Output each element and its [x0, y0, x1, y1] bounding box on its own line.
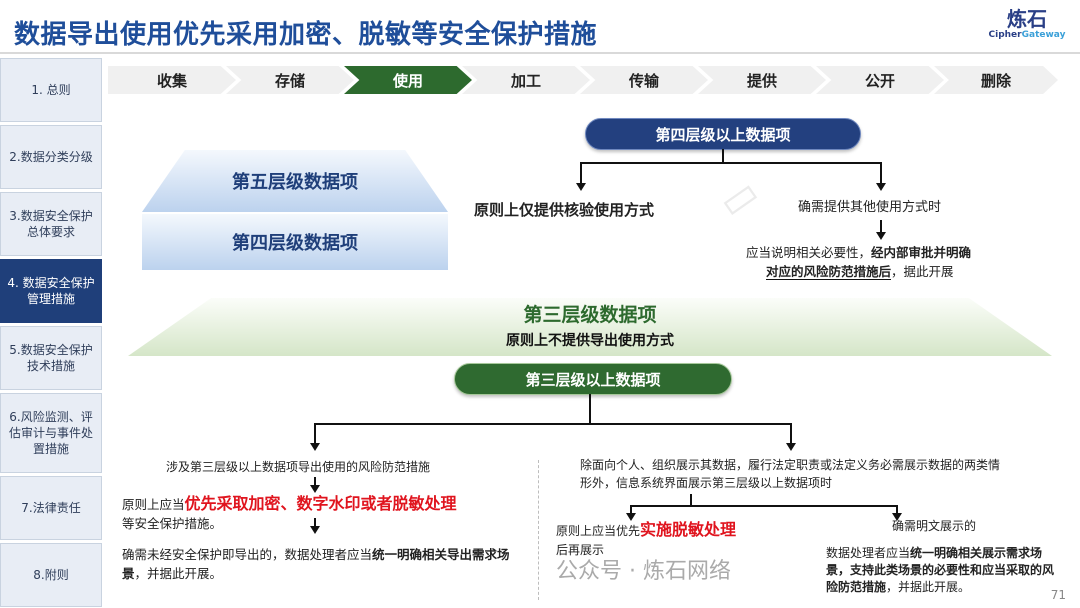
connector [589, 394, 591, 424]
step-transmit[interactable]: 传输 [580, 66, 708, 94]
connector [580, 162, 582, 184]
connector [580, 162, 882, 164]
level3-band [128, 298, 1052, 356]
sidebar-item-management-measures[interactable]: 4. 数据安全保护管理措施 [0, 259, 102, 323]
pyramid-level4: 第四层级数据项 [142, 214, 448, 270]
wechat-watermark: 公众号 · 炼石网络 [556, 559, 731, 584]
level3-right-plaintext: 确需明文展示的 [892, 519, 977, 533]
step-process[interactable]: 加工 [462, 66, 590, 94]
arrow-down-icon [310, 526, 320, 534]
level4-right-detail: 应当说明相关必要性，经内部审批并明确 对应的风险防范措施后，据此开展 [746, 245, 972, 280]
connector [314, 518, 316, 528]
step-collect[interactable]: 收集 [108, 66, 236, 94]
arrow-down-icon [576, 183, 586, 191]
connector [630, 505, 632, 515]
sidebar-item-general[interactable]: 1. 总则 [0, 58, 102, 122]
level3-above-pill: 第三层级以上数据项 [454, 363, 732, 395]
section-divider [538, 460, 539, 600]
level4-above-pill: 第四层级以上数据项 [585, 118, 861, 150]
watermark: ▭ [710, 168, 768, 228]
connector [314, 423, 316, 445]
level3-left-heading: 涉及第三层级以上数据项导出使用的风险防范措施 [166, 460, 431, 474]
step-delete[interactable]: 删除 [934, 66, 1058, 94]
arrow-down-icon [310, 443, 320, 451]
title-divider [0, 52, 1080, 54]
arrow-down-icon [892, 513, 902, 521]
sidebar-item-overall-requirements[interactable]: 3.数据安全保护总体要求 [0, 192, 102, 256]
level3-right-plaintext-detail: 数据处理者应当统一明确相关展示需求场景，支持此类场景的必要性和应当采取的风险防范… [826, 546, 1055, 594]
level4-right-text: 确需提供其他使用方式时 [798, 200, 942, 215]
connector [790, 423, 792, 445]
level3-left-measure: 原则上应当优先采取加密、数字水印或者脱敏处理 等安全保护措施。 [122, 494, 457, 531]
level3-subtitle: 原则上不提供导出使用方式 [506, 333, 674, 349]
sidebar-item-legal-liability[interactable]: 7.法律责任 [0, 476, 102, 540]
step-publish[interactable]: 公开 [816, 66, 944, 94]
page-title: 数据导出使用优先采用加密、脱敏等安全保护措施 [14, 20, 598, 50]
logo-en: CipherGateway [988, 30, 1066, 40]
step-provide[interactable]: 提供 [698, 66, 826, 94]
level3-title: 第三层级数据项 [523, 304, 657, 326]
level3-left-exception: 确需未经安全保护即导出的，数据处理者应当统一明确相关导出需求场景，并据此开展。 [122, 547, 510, 581]
arrow-down-icon [876, 183, 886, 191]
connector [630, 505, 898, 507]
connector [314, 477, 316, 487]
sidebar-item-technical-measures[interactable]: 5.数据安全保护技术措施 [0, 326, 102, 390]
arrow-down-icon [310, 485, 320, 493]
connector [896, 505, 898, 515]
arrow-down-icon [626, 513, 636, 521]
step-use[interactable]: 使用 [344, 66, 472, 94]
connector [314, 423, 792, 425]
sidebar: 1. 总则 2.数据分类分级 3.数据安全保护总体要求 4. 数据安全保护管理措… [0, 58, 104, 607]
connector [880, 220, 882, 234]
sidebar-item-appendix[interactable]: 8.附则 [0, 543, 102, 607]
pyramid-level5: 第五层级数据项 [142, 150, 448, 212]
arrow-down-icon [786, 443, 796, 451]
connector [722, 149, 724, 163]
level4-left-text: 原则上仅提供核验使用方式 [474, 201, 655, 219]
arrow-down-icon [876, 232, 886, 240]
lifecycle-steps: 收集 存储 使用 加工 传输 提供 公开 删除 [108, 66, 1058, 94]
connector [880, 162, 882, 184]
sidebar-item-classification[interactable]: 2.数据分类分级 [0, 125, 102, 189]
connector [690, 494, 692, 506]
level3-right-desensitize: 原则上应当优先实施脱敏处理 后再展示 [556, 520, 737, 557]
step-store[interactable]: 存储 [226, 66, 354, 94]
level3-right-heading: 除面向个人、组织展示其数据，履行法定职责或法定义务必需展示数据的两类情形外，信息… [580, 458, 1001, 490]
logo-cn: 炼石 [1007, 7, 1047, 31]
page-number: 71 [1050, 588, 1066, 602]
logo: 炼石 CipherGateway [988, 8, 1066, 40]
sidebar-item-risk-monitoring[interactable]: 6.风险监测、评估审计与事件处置措施 [0, 393, 102, 473]
